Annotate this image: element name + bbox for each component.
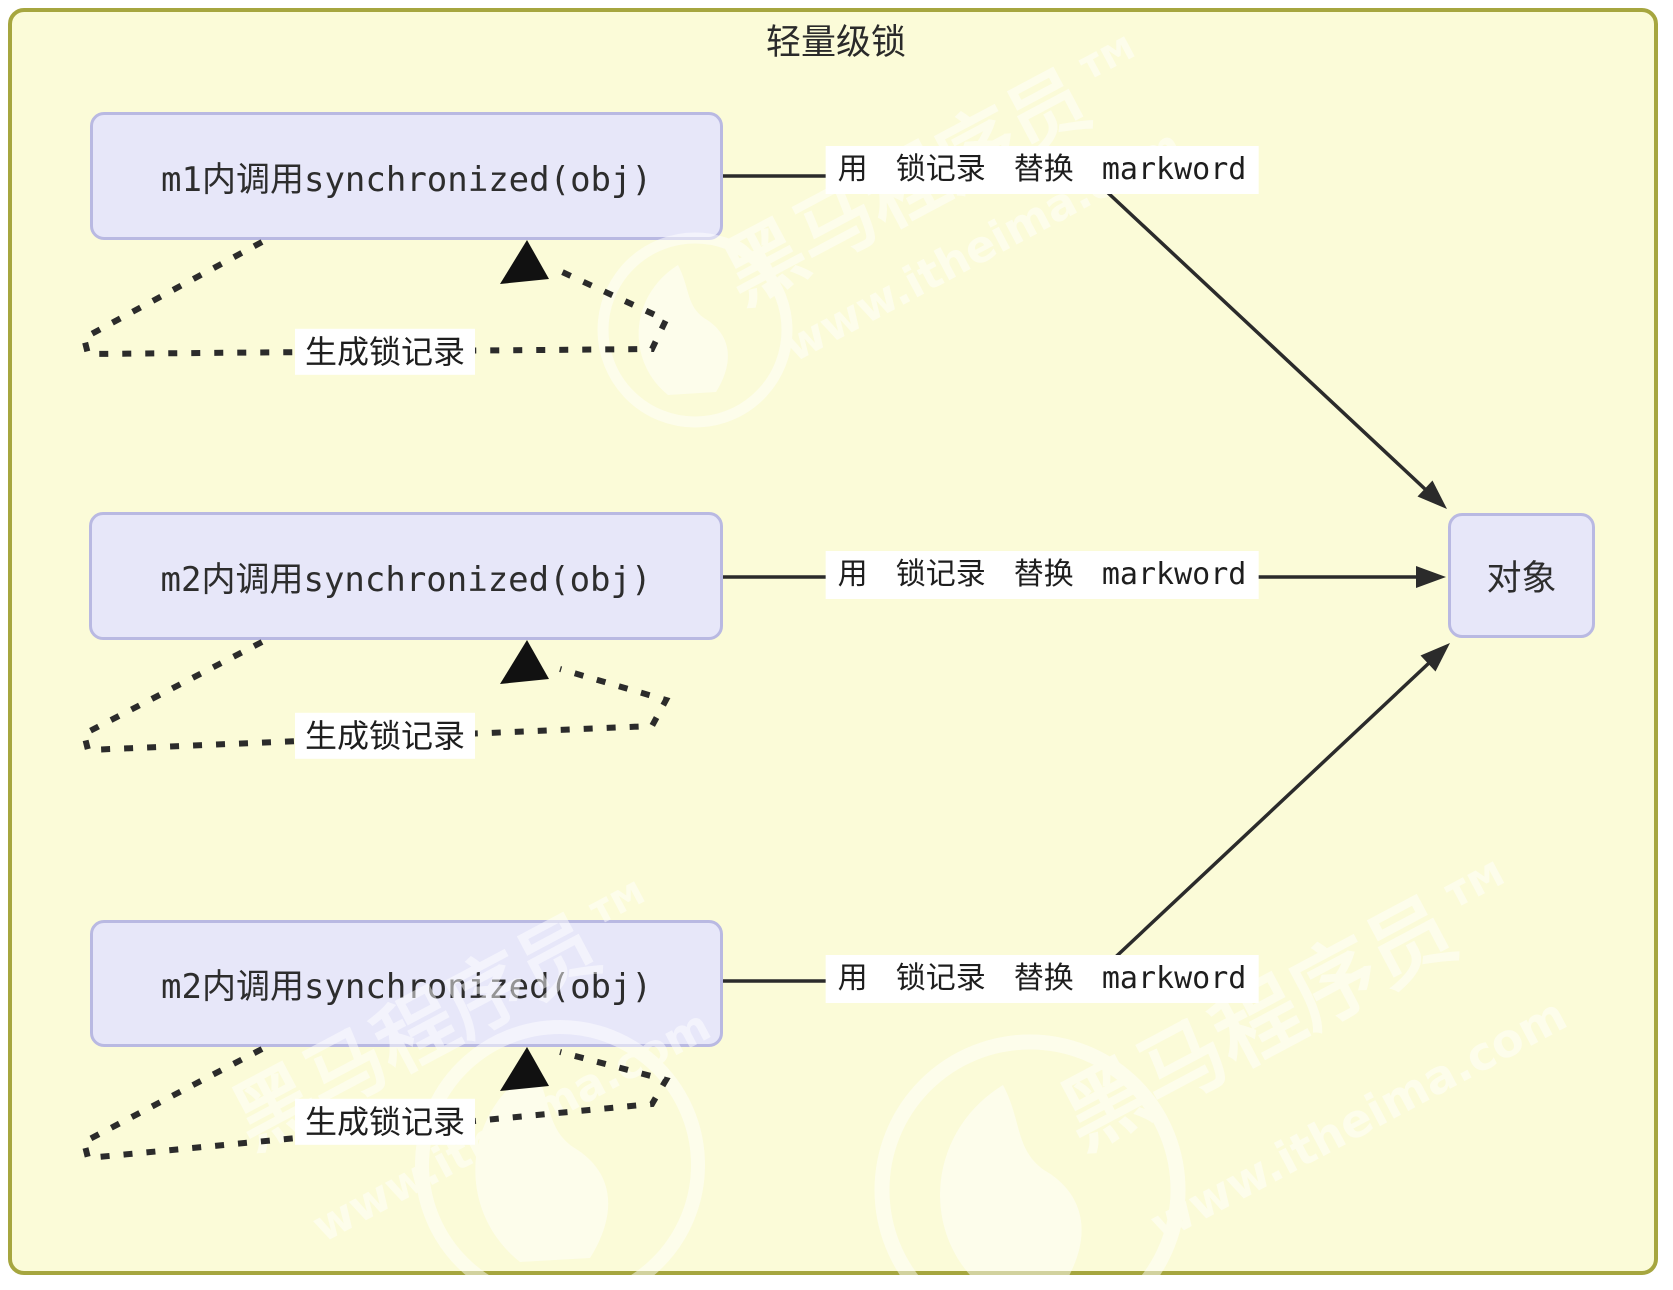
node-m1-synchronized-call: m1内调用synchronized(obj): [90, 112, 723, 240]
node-m1-label: m1内调用synchronized(obj): [161, 159, 652, 200]
edge-label-replace-markword-3: 用 锁记录 替换 markword: [825, 955, 1259, 1003]
loop-label-generate-lock-record-3: 生成锁记录: [294, 1098, 476, 1146]
loop-label-generate-lock-record-1: 生成锁记录: [294, 328, 476, 376]
edge-label-replace-markword-1: 用 锁记录 替换 markword: [825, 146, 1259, 194]
node-object: 对象: [1448, 513, 1595, 638]
node-m2-synchronized-call-2: m2内调用synchronized(obj): [90, 920, 723, 1047]
loop-label-generate-lock-record-2: 生成锁记录: [294, 712, 476, 760]
diagram-title: 轻量级锁: [765, 23, 907, 63]
node-m2a-label: m2内调用synchronized(obj): [160, 559, 652, 600]
node-m2-synchronized-call-1: m2内调用synchronized(obj): [89, 512, 723, 640]
node-m2b-label: m2内调用synchronized(obj): [161, 967, 652, 1007]
node-object-label: 对象: [1486, 559, 1557, 599]
edge-label-replace-markword-2: 用 锁记录 替换 markword: [825, 551, 1259, 599]
